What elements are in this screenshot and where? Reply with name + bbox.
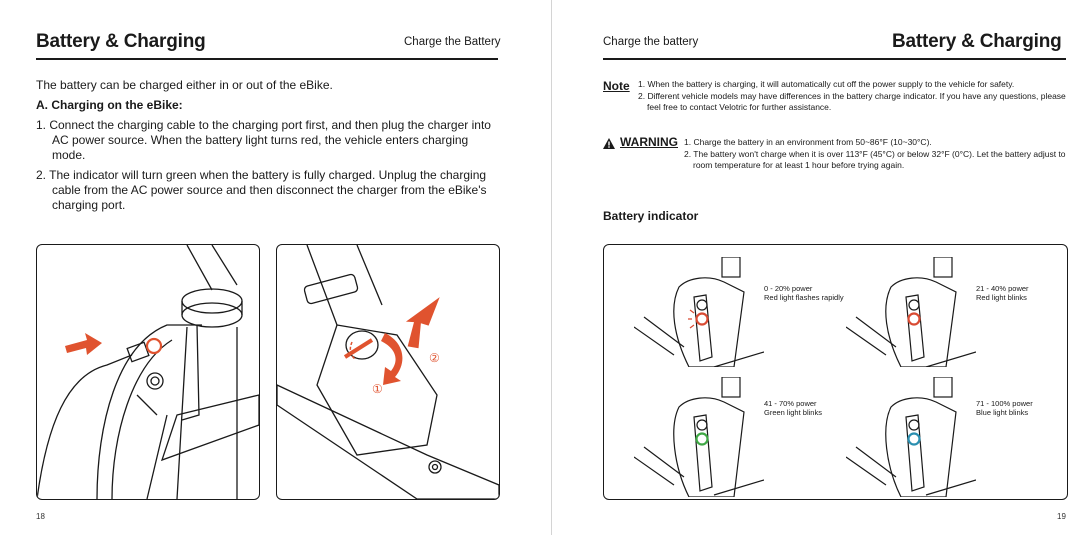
body-text: The battery can be charged either in or … [36,78,498,218]
subheading: A. Charging on the eBike: [36,98,183,112]
indicator-illustration [634,257,764,367]
indicator-range: 0 - 20% power [764,284,813,293]
note-text: 1. When the battery is charging, it will… [638,79,1068,114]
battery-indicator-panel: 0 - 20% power Red light flashes rapidly … [603,244,1068,500]
indicator-illustration [634,377,764,497]
page-divider [551,0,552,535]
indicator-illustration [846,257,976,367]
step-1-label: ① [372,382,383,396]
header-rule [36,58,498,60]
step-2-label: ② [429,351,440,365]
indicator-illustration [846,377,976,497]
indicator-desc: Red light blinks [976,293,1027,302]
indicator-desc: Red light flashes rapidly [764,293,844,302]
indicator-range: 21 - 40% power [976,284,1029,293]
note-label: Note [603,79,630,93]
indicator-desc: Green light blinks [764,408,822,417]
header-rule [603,58,1066,60]
indicator-range: 41 - 70% power [764,399,817,408]
indicator-heading: Battery indicator [603,209,699,223]
indicator-caption: 41 - 70% power Green light blinks [764,399,822,417]
warning-icon [603,138,615,149]
indicator-desc: Blue light blinks [976,408,1029,417]
warning-line: 2. The battery won't charge when it is o… [684,148,1066,171]
intro-text: The battery can be charged either in or … [36,78,333,92]
indicator-caption: 71 - 100% power Blue light blinks [976,399,1033,417]
left-page: Battery & Charging Charge the Battery Th… [36,31,501,521]
page-title: Battery & Charging [892,31,1062,52]
note-line: 2. Different vehicle models may have dif… [638,90,1066,113]
section-label: Charge the Battery [404,36,501,48]
section-label: Charge the battery [603,36,699,48]
indicator-range: 71 - 100% power [976,399,1033,408]
right-page: Charge the battery Battery & Charging No… [546,0,1092,535]
warning-text: 1. Charge the battery in an environment … [684,137,1068,172]
list-item: 2. The indicator will turn green when th… [36,168,487,212]
list-item: 1. Connect the charging cable to the cha… [36,118,491,162]
page-title: Battery & Charging [36,31,206,52]
page-number: 19 [1057,512,1066,521]
page-number: 18 [36,512,45,521]
warning-label: WARNING [620,135,678,149]
warning-line: 1. Charge the battery in an environment … [684,137,932,147]
charging-port-illustration [36,244,260,500]
indicator-caption: 21 - 40% power Red light blinks [976,284,1029,302]
indicator-caption: 0 - 20% power Red light flashes rapidly [764,284,844,302]
steps-list: 1. Connect the charging cable to the cha… [36,118,498,213]
unplug-illustration: ① ② [276,244,500,500]
note-line: 1. When the battery is charging, it will… [638,79,1015,89]
